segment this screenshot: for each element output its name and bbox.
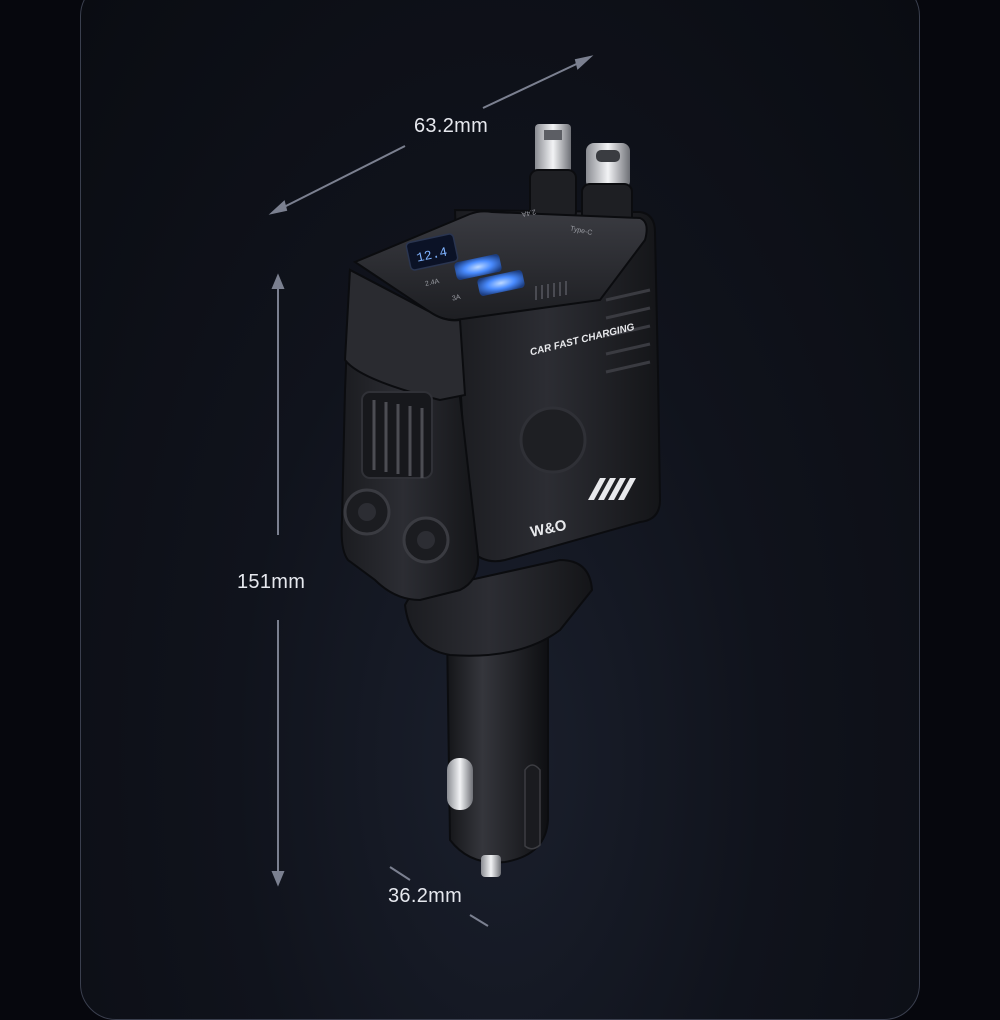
width-label: 63.2mm bbox=[414, 115, 489, 137]
stripe-decal bbox=[588, 478, 636, 500]
front-face bbox=[340, 268, 480, 602]
grille-bars bbox=[372, 400, 424, 478]
side-contact-spring bbox=[447, 758, 473, 810]
depth-label: 36.2mm bbox=[388, 885, 463, 907]
display-digits: 12.4 bbox=[415, 245, 449, 266]
cable-label-1: 2.4A bbox=[521, 207, 537, 217]
voltage-display bbox=[405, 233, 459, 271]
usb-label-2: 3A bbox=[451, 294, 461, 303]
usb-label-1: 2.4A bbox=[424, 278, 440, 288]
cable-label-2: Type-C bbox=[569, 225, 593, 237]
usb-port-1 bbox=[454, 254, 502, 280]
usb-port-2 bbox=[477, 270, 525, 296]
top-vent bbox=[535, 281, 567, 300]
plug-shaft bbox=[445, 620, 549, 877]
tip-contact bbox=[481, 855, 501, 877]
height-dimension-line bbox=[271, 273, 285, 887]
height-label: 151mm bbox=[237, 571, 306, 593]
width-dimension-line bbox=[268, 55, 594, 215]
round-dial bbox=[519, 406, 587, 474]
lightning-connector bbox=[529, 124, 577, 221]
depth-dimension-line bbox=[389, 866, 489, 927]
